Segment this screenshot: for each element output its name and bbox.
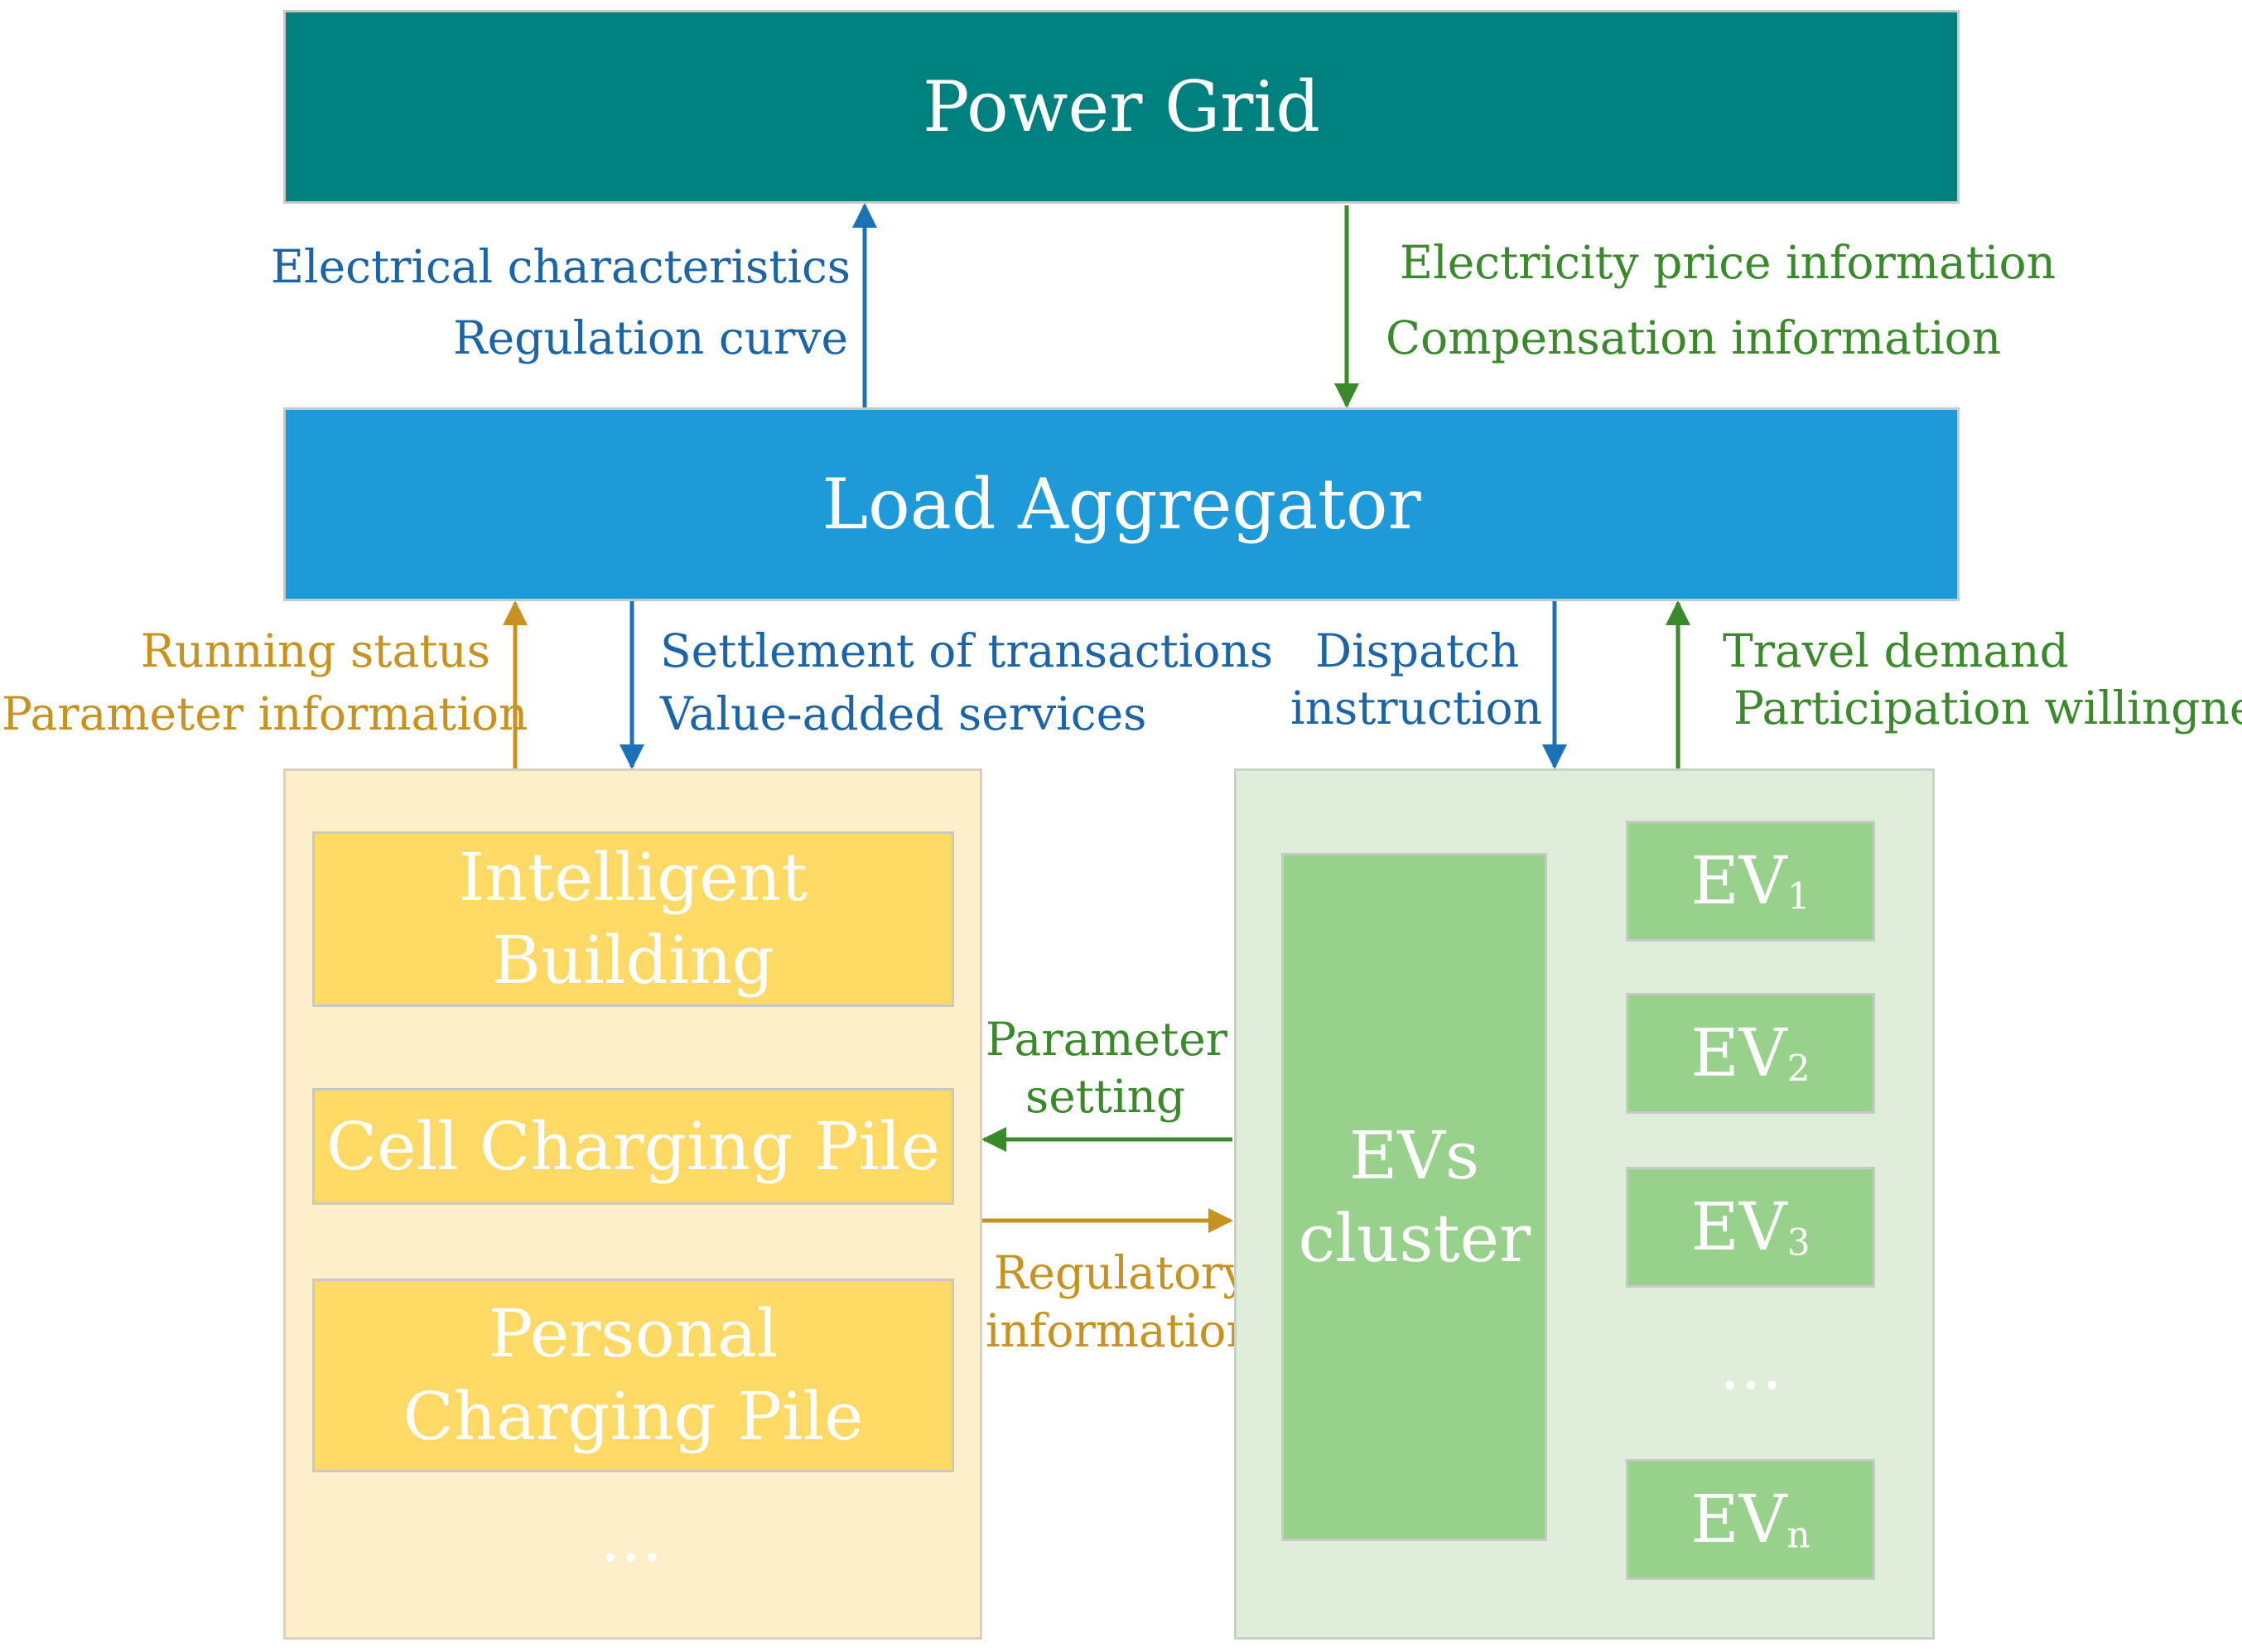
label-setting: setting — [1025, 1070, 1186, 1123]
ev-n-box: EVn — [1626, 1459, 1875, 1580]
ev-n-label: EVn — [1690, 1481, 1810, 1558]
ev-1-label: EV1 — [1690, 842, 1810, 919]
cell-charging-pile-box: Cell Charging Pile — [312, 1088, 954, 1205]
cell-charging-pile-label: Cell Charging Pile — [325, 1107, 941, 1185]
personal-charging-pile-box: Personal Charging Pile — [312, 1279, 954, 1472]
label-travel-demand: Travel demand — [1723, 624, 2069, 677]
label-participation: Participation willingne — [1733, 682, 2242, 734]
load-aggregator-box: Load Aggregator — [283, 407, 1960, 601]
personal-charging-pile-label: Personal Charging Pile — [403, 1295, 864, 1455]
label-dispatch: Dispatch — [1315, 624, 1520, 677]
power-grid-label: Power Grid — [922, 66, 1321, 147]
label-information: information — [986, 1304, 1256, 1357]
label-running-status: Running status — [140, 624, 490, 677]
label-parameter: Parameter — [986, 1013, 1228, 1066]
label-regulatory: Regulatory — [994, 1246, 1249, 1299]
label-instruction: instruction — [1290, 682, 1543, 734]
loads-ellipsis: ... — [600, 1500, 663, 1577]
label-electrical-characteristics: Electrical characteristics — [270, 240, 851, 293]
intelligent-building-box: Intelligent Building — [312, 831, 954, 1007]
evs-ellipsis: ... — [1719, 1327, 1783, 1404]
ev-1-box: EV1 — [1626, 821, 1875, 942]
label-settlement: Settlement of transactions — [660, 624, 1274, 677]
label-parameter-information: Parameter information — [2, 687, 528, 740]
ev-2-label: EV2 — [1690, 1014, 1810, 1091]
evs-cluster-box: EVs cluster — [1281, 853, 1547, 1541]
intelligent-building-label: Intelligent Building — [458, 839, 808, 999]
ev-3-box: EV3 — [1626, 1167, 1875, 1288]
label-value-added: Value-added services — [660, 687, 1147, 740]
evs-cluster-label: EVs cluster — [1298, 1116, 1531, 1277]
label-regulation-curve: Regulation curve — [453, 311, 848, 364]
label-electricity-price: Electricity price information — [1400, 236, 2056, 289]
ev-3-label: EV3 — [1690, 1188, 1810, 1265]
ev-2-box: EV2 — [1626, 993, 1875, 1114]
label-compensation: Compensation information — [1386, 311, 2002, 364]
load-aggregator-label: Load Aggregator — [822, 464, 1421, 545]
power-grid-box: Power Grid — [283, 10, 1960, 204]
